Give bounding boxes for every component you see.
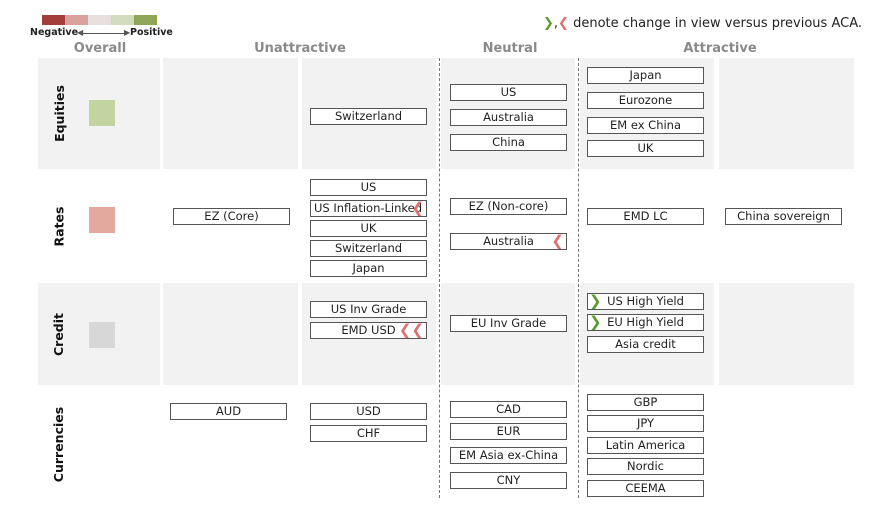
overall-credit-square <box>89 322 115 348</box>
header-attractive: Attractive <box>683 41 757 56</box>
equities-attractive-item: Eurozone <box>587 92 704 109</box>
legend-swatch <box>111 15 134 25</box>
legend-positive-label: Positive <box>130 27 173 38</box>
chevron-right-icon: ❯ <box>589 293 602 310</box>
currencies-unattractive-item: CHF <box>310 425 427 442</box>
band <box>163 58 298 169</box>
chevron-left-icon: ❮ <box>411 200 424 217</box>
chevron-right-icon: ❯ <box>589 314 602 331</box>
currencies-neutral-item: CNY <box>450 472 567 489</box>
chevron-note-text: denote change in view versus previous AC… <box>573 16 862 31</box>
currencies-neutral-item: CAD <box>450 401 567 418</box>
currencies-neutral-item: EUR <box>450 423 567 440</box>
currencies-attractive-item: CEEMA <box>587 480 704 497</box>
rates-unattractive-item: UK <box>310 220 427 237</box>
currencies-unattractive-item: AUD <box>170 403 287 420</box>
equities-neutral-item: China <box>450 134 567 151</box>
legend-negative-label: Negative <box>30 27 79 38</box>
band <box>163 283 298 385</box>
rates-unattractive-item: EZ (Core) <box>173 208 290 225</box>
divider-neutral-left <box>439 58 440 498</box>
currencies-unattractive-item: USD <box>310 403 427 420</box>
currencies-attractive-item: Latin America <box>587 437 704 454</box>
rates-neutral-item: EZ (Non-core) <box>450 198 567 215</box>
rates-neutral-item: Australia❮ <box>450 233 567 250</box>
credit-unattractive-item: US Inv Grade <box>310 301 427 318</box>
equities-attractive-item: UK <box>587 140 704 157</box>
rates-attractive-item: EMD LC <box>587 208 704 225</box>
legend-swatch <box>65 15 88 25</box>
row-label-rates: Rates <box>51 206 67 246</box>
equities-neutral-item: Australia <box>450 109 567 126</box>
chevron-left-icon: ❮ <box>551 233 564 250</box>
overall-equities-square <box>89 100 115 126</box>
rates-attractive-item: China sovereign <box>725 208 842 225</box>
header-neutral: Neutral <box>482 41 538 56</box>
legend-arrow-right-head: ▶ <box>124 28 131 37</box>
legend-arrow-left-head: ◀ <box>77 28 84 37</box>
rates-unattractive-item: Switzerland <box>310 240 427 257</box>
equities-attractive-item: EM ex China <box>587 117 704 134</box>
rates-unattractive-item: US Inflation-Linked❮ <box>310 200 427 217</box>
credit-unattractive-item: EMD USD❮❮ <box>310 322 427 339</box>
currencies-attractive-item: JPY <box>587 415 704 432</box>
credit-attractive-item: ❯US High Yield <box>587 293 704 310</box>
band <box>441 283 575 385</box>
divider-neutral-right <box>578 58 579 498</box>
band <box>719 283 854 385</box>
legend-swatch <box>88 15 111 25</box>
credit-attractive-item: Asia credit <box>587 336 704 353</box>
rates-unattractive-item: Japan <box>310 260 427 277</box>
rates-unattractive-item: US <box>310 179 427 196</box>
chevron-right-icon: ❯ <box>543 16 554 31</box>
band <box>719 58 854 169</box>
credit-attractive-item: ❯EU High Yield <box>587 314 704 331</box>
chevron-note: ❯,❮ denote change in view versus previou… <box>543 16 862 31</box>
header-unattractive: Unattractive <box>254 41 346 56</box>
equities-attractive-item: Japan <box>587 67 704 84</box>
legend-swatch <box>42 15 65 25</box>
credit-neutral-item: EU Inv Grade <box>450 315 567 332</box>
header-overall: Overall <box>73 41 127 56</box>
equities-neutral-item: US <box>450 84 567 101</box>
legend-swatch <box>134 15 157 25</box>
overall-rates-square <box>89 207 115 233</box>
row-label-currencies: Currencies <box>51 406 67 482</box>
currencies-attractive-item: GBP <box>587 394 704 411</box>
double-chevron-left-icon: ❮❮ <box>398 322 424 339</box>
currencies-attractive-item: Nordic <box>587 458 704 475</box>
chevron-left-icon: ❮ <box>558 16 569 31</box>
legend-arrow <box>80 33 128 34</box>
row-label-credit: Credit <box>51 312 67 356</box>
row-label-equities: Equities <box>51 85 67 142</box>
currencies-neutral-item: EM Asia ex-China <box>450 447 567 464</box>
equities-unattractive-item: Switzerland <box>310 108 427 125</box>
